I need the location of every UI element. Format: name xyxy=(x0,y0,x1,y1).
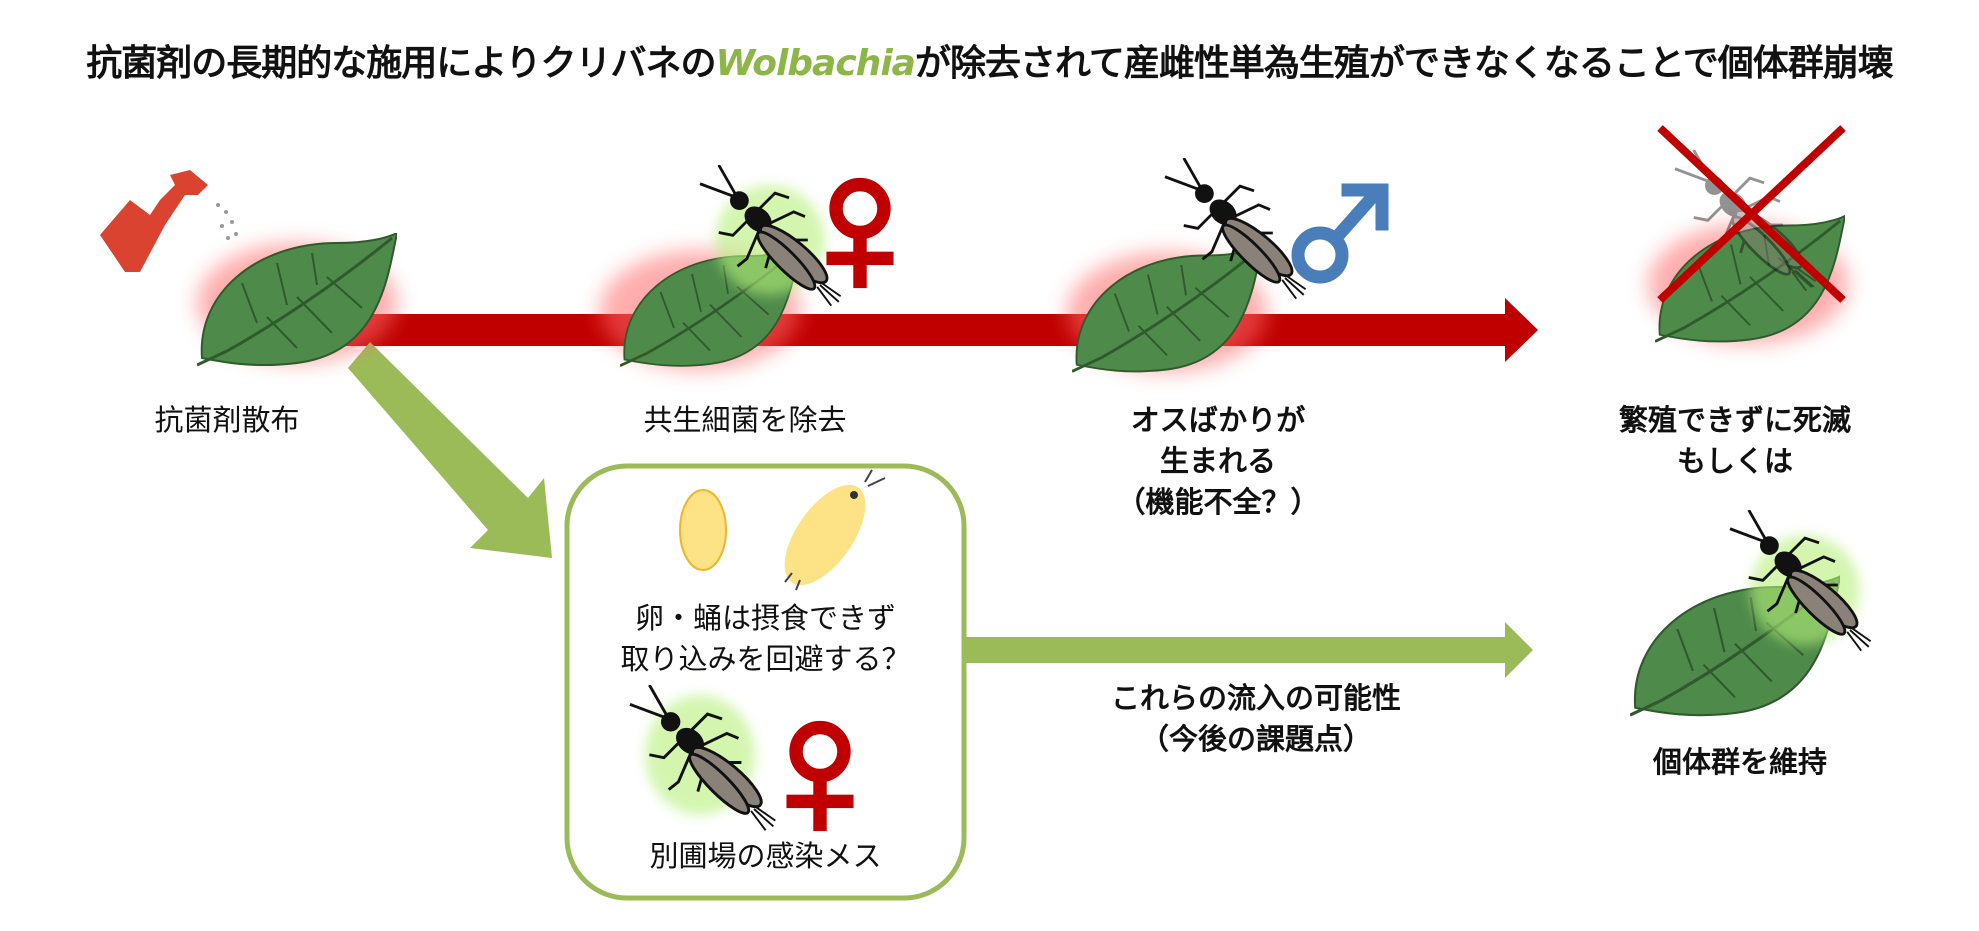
inflow-line2: （今後の課題点） xyxy=(1139,722,1372,756)
title-text: 抗菌剤の長期的な施用によりクリバネの xyxy=(86,43,716,84)
inflow-label: これらの流入の可能性 （今後の課題点） xyxy=(1056,678,1456,760)
box-text-line2: 取り込みを回避する？ xyxy=(620,642,911,676)
step-label-collapse: 繁殖できずに死滅 もしくは xyxy=(1585,400,1885,482)
main-timeline-arrow xyxy=(340,298,1538,362)
leaf-step-3 xyxy=(1067,245,1267,373)
diagonal-branch-arrow xyxy=(348,342,552,558)
label-line: 繁殖できずに死滅 xyxy=(1618,403,1851,437)
male-symbol-icon xyxy=(1291,183,1389,284)
step-label-spray: 抗菌剤散布 xyxy=(154,403,300,437)
label-line: 生まれる xyxy=(1159,444,1276,478)
spray-bottle-icon xyxy=(100,170,238,272)
alternative-route-box xyxy=(564,463,967,901)
label-line: もしくは xyxy=(1676,444,1793,478)
surviving-mosquito xyxy=(1728,510,1873,653)
pupa-icon xyxy=(784,469,886,591)
label-line: （機能不全？） xyxy=(1116,485,1320,519)
diagram-title: 抗菌剤の長期的な施用によりクリバネのWolbachiaが除去されて産雌性単為生殖… xyxy=(0,34,1979,86)
leaf-step-1 xyxy=(197,233,397,367)
infected-female-mosquito xyxy=(698,165,843,308)
egg-icon xyxy=(679,489,727,571)
box-infected-female-mosquito xyxy=(628,685,777,832)
title-text-end: が除去されて産雌性単為生殖ができなくなることで個体群崩壊 xyxy=(914,43,1894,84)
female-symbol-icon xyxy=(826,185,893,289)
box-text-line1: 卵・蛹は摂食できず xyxy=(634,601,896,635)
label-line: オスばかりが xyxy=(1130,403,1306,437)
title-wolbachia: Wolbachia xyxy=(715,43,915,84)
step-label-remove-symbiont: 共生細菌を除去 xyxy=(643,403,847,437)
outcome-label: 個体群を維持 xyxy=(1652,745,1827,779)
box-text: 卵・蛹は摂食できず 取り込みを回避する？ xyxy=(567,598,964,680)
cross-mark-icon xyxy=(1657,125,1846,303)
inflow-line1: これらの流入の可能性 xyxy=(1110,681,1401,715)
box-caption: 別圃場の感染メス xyxy=(649,839,882,873)
inflow-arrow xyxy=(966,622,1533,678)
step-label-males-only: オスばかりが 生まれる （機能不全？） xyxy=(1068,400,1368,523)
